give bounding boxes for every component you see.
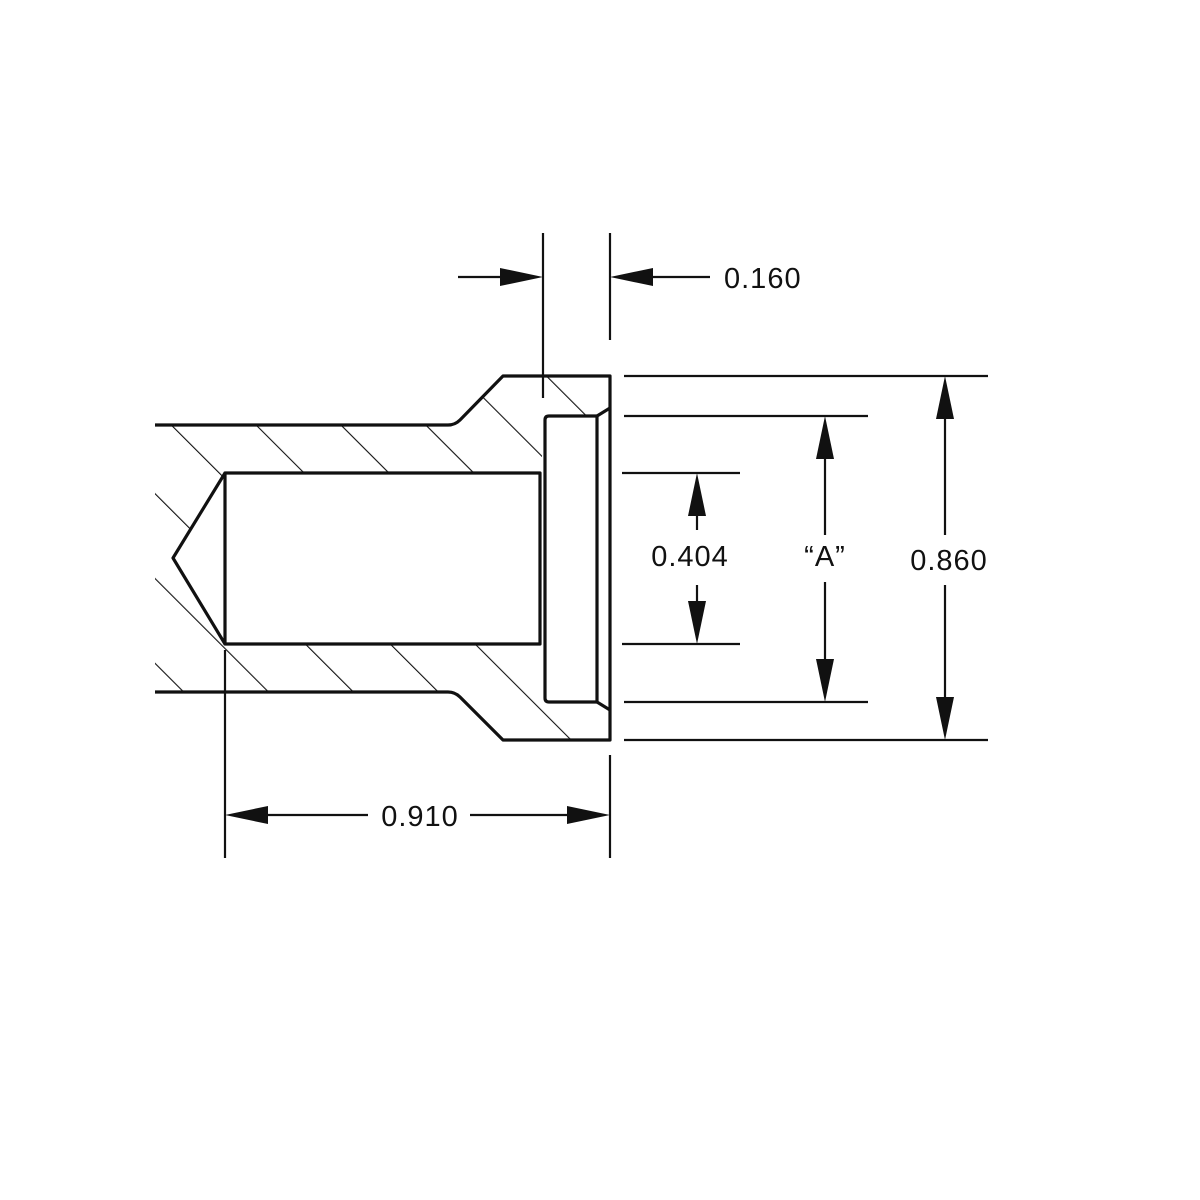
dimension-label-0910: 0.910	[381, 801, 459, 833]
dimension-bore-diameter: 0.404	[651, 473, 729, 644]
dimension-label-0160: 0.160	[724, 263, 802, 295]
dimension-counterbore-diameter: “A”	[804, 416, 846, 702]
dimension-label-a: “A”	[804, 541, 846, 573]
extension-lines	[622, 374, 988, 742]
dimension-label-0860: 0.860	[910, 545, 988, 577]
dimension-bore-depth: 0.910	[223, 650, 612, 858]
dimension-outer-diameter: 0.860	[910, 376, 988, 740]
section-hatch	[155, 376, 610, 740]
dimension-counterbore-depth: 0.160	[458, 233, 802, 398]
dimension-label-0404: 0.404	[651, 541, 729, 573]
part-outline	[155, 374, 612, 742]
